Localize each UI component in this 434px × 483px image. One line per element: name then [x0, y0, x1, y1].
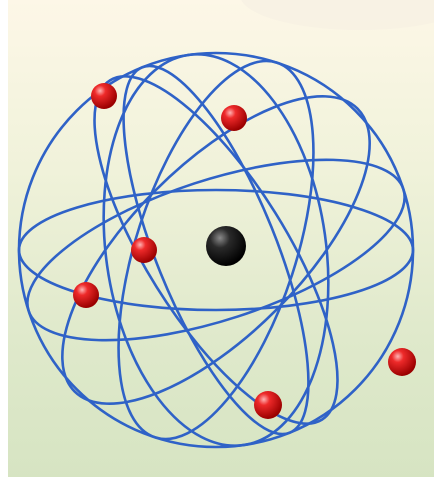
electron-6 — [254, 391, 282, 419]
electron-5 — [388, 348, 416, 376]
electron-2 — [221, 105, 247, 131]
electron-4 — [73, 282, 99, 308]
nucleus — [206, 226, 246, 266]
electron-3 — [131, 237, 157, 263]
electron-1 — [91, 83, 117, 109]
